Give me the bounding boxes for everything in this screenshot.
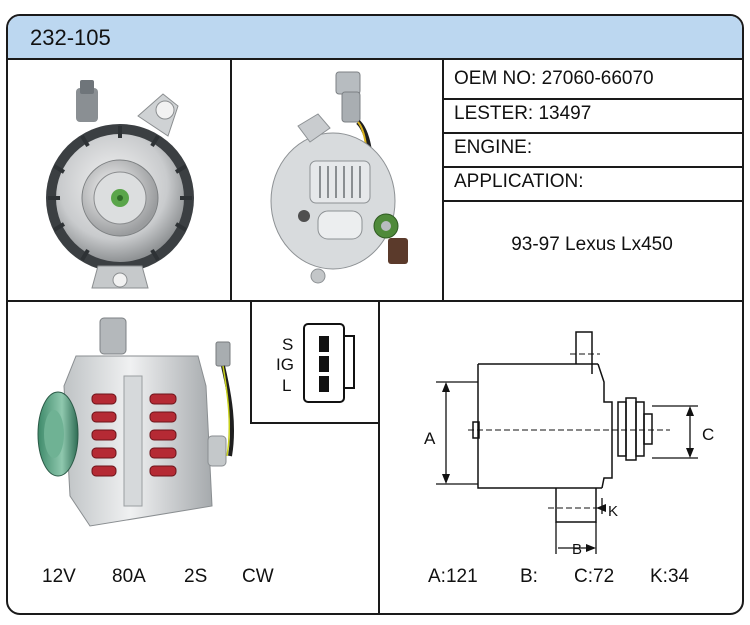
spec-wire: 2S <box>184 566 208 587</box>
info-divider-2 <box>442 132 742 134</box>
pin-ig-mark <box>319 356 329 372</box>
col-divider-bottom <box>378 300 380 613</box>
alternator-rear-photo <box>270 71 408 284</box>
col-divider-top-1 <box>230 58 232 300</box>
application-row: APPLICATION: <box>454 171 584 193</box>
pin-ig-label: IG <box>276 355 294 374</box>
alternator-front-photo <box>46 80 194 289</box>
spec-amperage: 80A <box>112 566 146 587</box>
spec-voltage: 12V <box>42 566 76 587</box>
connector-diagram: S IG L <box>276 323 355 403</box>
part-number-title: 232-105 <box>30 25 111 50</box>
dim-a-value: A:121 <box>428 566 478 587</box>
info-divider-3 <box>442 166 742 168</box>
pin-l-label: L <box>282 376 291 395</box>
pin-s-label: S <box>282 335 293 354</box>
dim-k-label: K <box>608 503 618 520</box>
dim-c-value: C:72 <box>574 566 615 587</box>
engine-row: ENGINE: <box>454 137 532 159</box>
info-divider-4 <box>442 200 742 202</box>
product-card: 232-105 OEM NO: 27060-66070 LESTER: 1349… <box>6 14 744 615</box>
application-value: 93-97 Lexus Lx450 <box>511 234 673 255</box>
oem-row: OEM NO: 27060-66070 <box>454 68 654 90</box>
dim-b-value: B: <box>520 566 538 587</box>
lester-label: LESTER: <box>454 103 534 124</box>
pin-l-mark <box>319 376 329 392</box>
lester-value: 13497 <box>538 103 592 124</box>
info-divider-1 <box>442 98 742 100</box>
dimension-drawing: A C K B <box>424 331 714 558</box>
oem-label: OEM NO: <box>454 68 537 89</box>
lester-row: LESTER: 13497 <box>454 103 591 125</box>
engine-label: ENGINE: <box>454 137 533 158</box>
col-divider-top-2 <box>442 58 444 300</box>
spec-rotation: CW <box>242 566 274 587</box>
dim-k-value: K:34 <box>650 566 690 587</box>
dim-c-label: C <box>702 425 714 444</box>
header-bar: 232-105 <box>8 16 742 60</box>
application-label: APPLICATION: <box>454 171 584 192</box>
row-divider <box>8 300 742 302</box>
oem-value: 27060-66070 <box>541 68 654 89</box>
connector-box-bottom <box>250 422 380 424</box>
dim-b-label: B <box>572 541 582 558</box>
alternator-side-photo <box>37 317 235 527</box>
dim-a-label: A <box>424 429 436 448</box>
pin-s-mark <box>319 336 329 352</box>
connector-box-left <box>250 300 252 424</box>
